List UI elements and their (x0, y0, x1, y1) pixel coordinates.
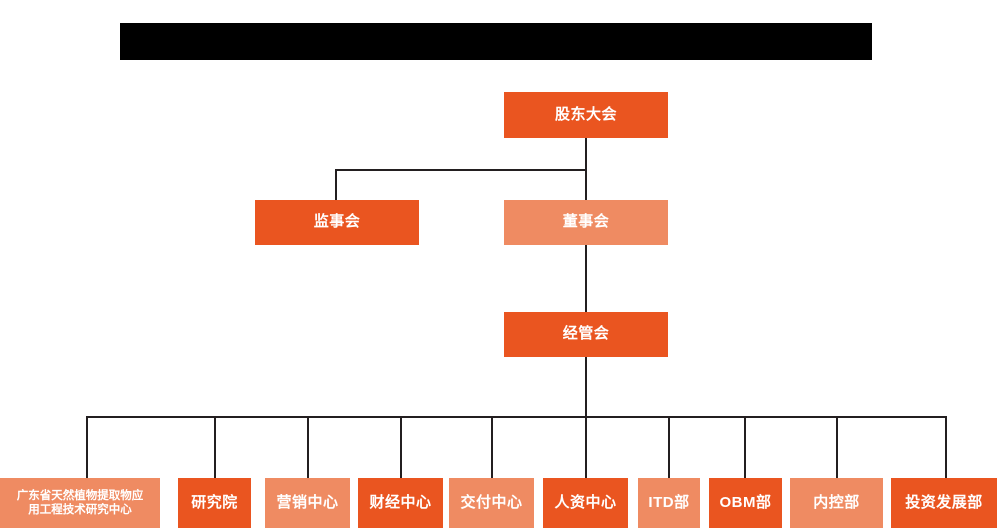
node-label-delivery-center: 交付中心 (460, 493, 523, 511)
node-label-research-institute: 研究院 (191, 493, 238, 511)
node-label-investment-development-department: 投资发展部 (905, 493, 983, 511)
node-shareholders-meeting[interactable]: 股东大会 (504, 92, 668, 138)
node-label-finance-center: 财经中心 (369, 493, 432, 511)
connector-drop-guangdong-research-center (86, 416, 88, 478)
node-management-committee[interactable]: 经管会 (504, 312, 668, 357)
node-hr-center[interactable]: 人资中心 (543, 478, 628, 528)
node-label-marketing-center: 营销中心 (276, 493, 339, 511)
node-guangdong-research-center[interactable]: 广东省天然植物提取物应 用工程技术研究中心 (0, 478, 160, 528)
connector-directors-to-management (585, 240, 587, 318)
connector-drop-internal-control-department (836, 416, 838, 478)
node-label-supervisory-board: 监事会 (313, 213, 361, 231)
node-label-obm-department: OBM部 (719, 493, 772, 511)
node-finance-center[interactable]: 财经中心 (358, 478, 443, 528)
redacted-title-bar (120, 23, 872, 60)
connector-drop-obm-department (744, 416, 746, 478)
node-label-internal-control-department: 内控部 (813, 493, 860, 511)
node-marketing-center[interactable]: 营销中心 (265, 478, 350, 528)
connector-drop-itd-department (668, 416, 670, 478)
connector-department-bus (86, 416, 946, 418)
connector-drop-investment-development-department (945, 416, 947, 478)
node-investment-development-department[interactable]: 投资发展部 (891, 478, 997, 528)
connector-drop-marketing-center (307, 416, 309, 478)
connector-directors-drop (585, 169, 587, 200)
node-label-itd-department: ITD部 (648, 493, 690, 511)
node-board-of-directors[interactable]: 董事会 (504, 200, 668, 245)
node-label-hr-center: 人资中心 (554, 493, 617, 511)
connector-level2-bus (336, 169, 587, 171)
node-obm-department[interactable]: OBM部 (709, 478, 782, 528)
node-research-institute[interactable]: 研究院 (178, 478, 251, 528)
connector-supervisory-drop (335, 169, 337, 200)
node-delivery-center[interactable]: 交付中心 (449, 478, 534, 528)
node-label-management-committee: 经管会 (562, 325, 610, 343)
node-label-guangdong-research-center: 广东省天然植物提取物应 用工程技术研究中心 (16, 489, 144, 516)
connector-management-stem (585, 357, 587, 417)
node-label-board-of-directors: 董事会 (562, 213, 610, 231)
connector-drop-research-institute (214, 416, 216, 478)
connector-drop-delivery-center (491, 416, 493, 478)
node-supervisory-board[interactable]: 监事会 (255, 200, 419, 245)
node-label-shareholders-meeting: 股东大会 (554, 105, 617, 123)
node-itd-department[interactable]: ITD部 (638, 478, 700, 528)
connector-drop-finance-center (400, 416, 402, 478)
connector-drop-hr-center (585, 416, 587, 478)
node-internal-control-department[interactable]: 内控部 (790, 478, 883, 528)
connector-shareholders-stem (585, 138, 587, 171)
